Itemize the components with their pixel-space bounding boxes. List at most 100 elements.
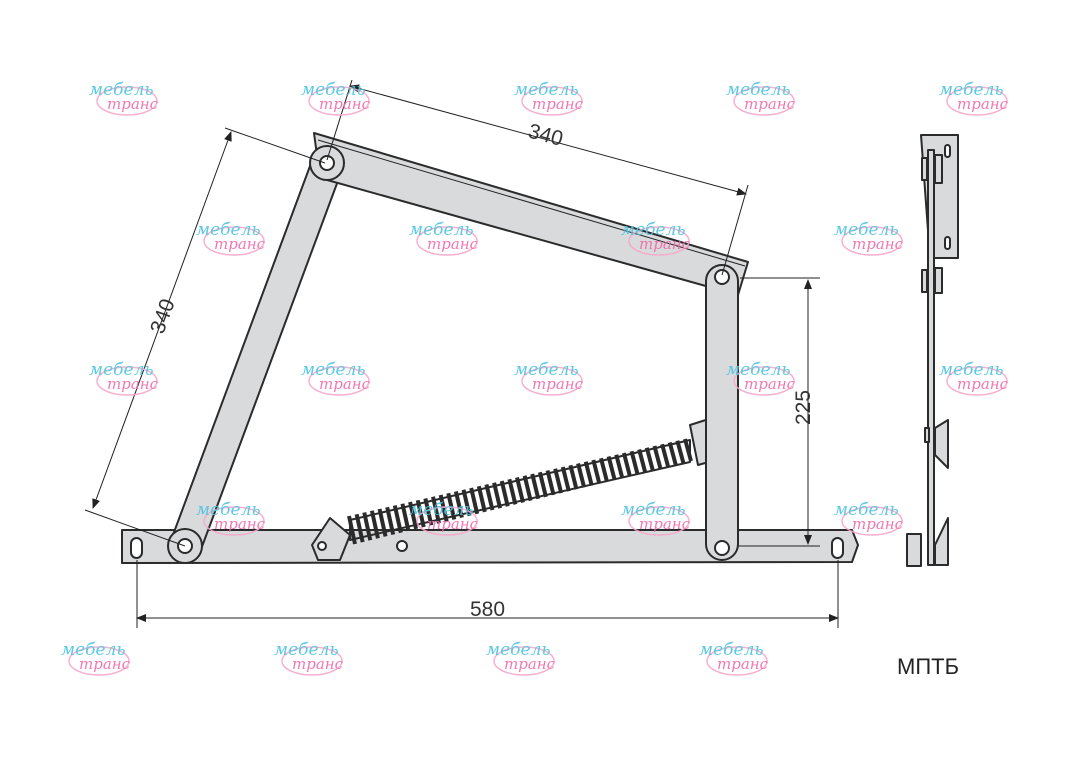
- spring-coil: [469, 487, 480, 515]
- spring-coil: [606, 456, 617, 481]
- svg-text:транс: транс: [639, 235, 691, 253]
- spring-coil: [591, 459, 602, 485]
- spring-coil: [515, 477, 525, 503]
- svg-text:мебель: мебель: [726, 80, 791, 100]
- svg-text:мебель: мебель: [621, 500, 686, 520]
- spring-coil: [507, 478, 518, 505]
- spring-coil: [537, 471, 548, 498]
- spring-coil: [522, 475, 533, 502]
- svg-text:транс: транс: [107, 375, 159, 393]
- svg-text:транс: транс: [852, 235, 904, 253]
- top-bar: [309, 132, 749, 296]
- spring-coil: [560, 466, 571, 492]
- spring-coil: [553, 468, 564, 494]
- spring-coil: [492, 482, 503, 509]
- watermark-logo: мебель транс: [301, 80, 371, 116]
- svg-text:мебель: мебель: [726, 360, 791, 380]
- svg-text:транс: транс: [319, 375, 371, 393]
- spring-coil: [599, 457, 609, 483]
- svg-text:транс: транс: [957, 95, 1009, 113]
- svg-text:мебель: мебель: [274, 640, 339, 660]
- watermark-logo: мебель транс: [514, 360, 584, 396]
- svg-text:транс: транс: [639, 515, 691, 533]
- watermark-logo: мебель транс: [939, 360, 1009, 396]
- svg-text:мебель: мебель: [939, 360, 1004, 380]
- spring-coil: [675, 440, 686, 464]
- spring: [311, 417, 729, 561]
- watermarks: мебель транс мебель транс мебель транс м…: [61, 80, 1009, 676]
- spring-coil: [530, 473, 541, 500]
- spring-coil: [583, 461, 594, 487]
- watermark-logo: мебель транс: [301, 360, 371, 396]
- svg-text:мебель: мебель: [409, 500, 474, 520]
- svg-text:транс: транс: [427, 235, 479, 253]
- watermark-logo: мебель транс: [699, 640, 769, 676]
- watermark-logo: мебель транс: [621, 500, 691, 536]
- svg-text:мебель: мебель: [621, 220, 686, 240]
- watermark-logo: мебель транс: [196, 220, 266, 256]
- watermark-logo: мебель транс: [409, 500, 479, 536]
- svg-text:мебель: мебель: [301, 360, 366, 380]
- watermark-logo: мебель транс: [939, 80, 1009, 116]
- svg-text:транс: транс: [214, 515, 266, 533]
- svg-text:мебель: мебель: [301, 80, 366, 100]
- model-label: МПТБ: [897, 654, 960, 679]
- svg-text:транс: транс: [744, 375, 796, 393]
- spring-coil: [484, 484, 495, 511]
- svg-text:транс: транс: [107, 95, 159, 113]
- watermark-logo: мебель транс: [486, 640, 556, 676]
- svg-text:транс: транс: [214, 235, 266, 253]
- svg-text:мебель: мебель: [939, 80, 1004, 100]
- svg-text:транс: транс: [852, 515, 904, 533]
- svg-text:мебель: мебель: [89, 360, 154, 380]
- svg-text:мебель: мебель: [486, 640, 551, 660]
- watermark-logo: мебель транс: [514, 80, 584, 116]
- spring-coil: [629, 450, 640, 475]
- svg-text:транс: транс: [319, 95, 371, 113]
- watermark-logo: мебель транс: [834, 500, 904, 536]
- watermark-logo: мебель транс: [89, 80, 159, 116]
- svg-text:транс: транс: [744, 95, 796, 113]
- svg-text:транс: транс: [292, 655, 344, 673]
- dimension-top-bar-length: 340: [526, 120, 566, 151]
- svg-text:мебель: мебель: [514, 360, 579, 380]
- svg-text:транс: транс: [427, 515, 479, 533]
- watermark-logo: мебель транс: [196, 500, 266, 536]
- watermark-logo: мебель транс: [834, 220, 904, 256]
- side-view: [906, 134, 959, 567]
- svg-text:мебель: мебель: [834, 500, 899, 520]
- svg-text:транс: транс: [717, 655, 769, 673]
- dimension-base-length: 580: [470, 598, 505, 621]
- svg-text:мебель: мебель: [834, 220, 899, 240]
- svg-text:транс: транс: [957, 375, 1009, 393]
- watermark-logo: мебель транс: [89, 360, 159, 396]
- svg-text:мебель: мебель: [196, 500, 261, 520]
- spring-coil: [499, 480, 510, 507]
- svg-text:мебель: мебель: [61, 640, 126, 660]
- svg-text:мебель: мебель: [89, 80, 154, 100]
- spring-coil: [568, 464, 579, 490]
- dimension-lines: [84, 79, 839, 628]
- watermark-logo: мебель транс: [726, 80, 796, 116]
- base-bar: [121, 529, 859, 564]
- svg-text:мебель: мебель: [514, 80, 579, 100]
- svg-text:мебель: мебель: [196, 220, 261, 240]
- spring-coil: [644, 447, 655, 471]
- svg-text:транс: транс: [532, 375, 584, 393]
- svg-text:мебель: мебель: [409, 220, 474, 240]
- watermark-logo: мебель транс: [621, 220, 691, 256]
- watermark-logo: мебель транс: [274, 640, 344, 676]
- spring-coil: [545, 470, 556, 496]
- right-arm: [705, 264, 739, 561]
- svg-text:транс: транс: [504, 655, 556, 673]
- svg-text:мебель: мебель: [699, 640, 764, 660]
- svg-text:транс: транс: [79, 655, 131, 673]
- dimension-height: 225: [792, 390, 815, 425]
- watermark-logo: мебель транс: [726, 360, 796, 396]
- spring-coil: [621, 452, 632, 477]
- spring-coil: [637, 448, 648, 473]
- svg-text:транс: транс: [532, 95, 584, 113]
- watermark-logo: мебель транс: [409, 220, 479, 256]
